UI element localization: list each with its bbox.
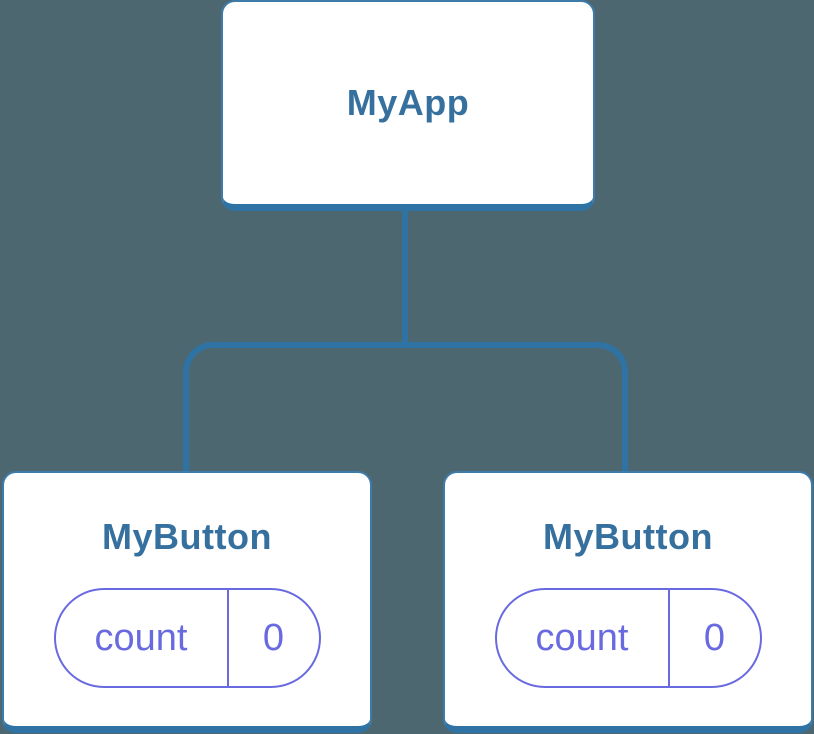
- state-value: 0: [262, 616, 285, 659]
- state-key: count: [535, 616, 629, 659]
- connector-branch-bracket: [183, 342, 628, 471]
- state-value-cell: 0: [670, 590, 760, 686]
- component-node-mybutton-left: MyButton count 0: [2, 471, 372, 733]
- state-value: 0: [703, 616, 726, 659]
- component-node-myapp: MyApp: [221, 0, 595, 211]
- component-label: MyButton: [102, 516, 272, 557]
- connector-root-stem: [402, 211, 408, 348]
- state-key: count: [94, 616, 188, 659]
- component-node-mybutton-right: MyButton count 0: [443, 471, 813, 733]
- state-key-cell: count: [56, 590, 229, 686]
- state-value-cell: 0: [229, 590, 319, 686]
- state-pill: count 0: [494, 588, 762, 688]
- component-label: MyApp: [346, 82, 470, 123]
- component-label: MyButton: [543, 516, 713, 557]
- state-key-cell: count: [497, 590, 670, 686]
- state-pill: count 0: [53, 588, 321, 688]
